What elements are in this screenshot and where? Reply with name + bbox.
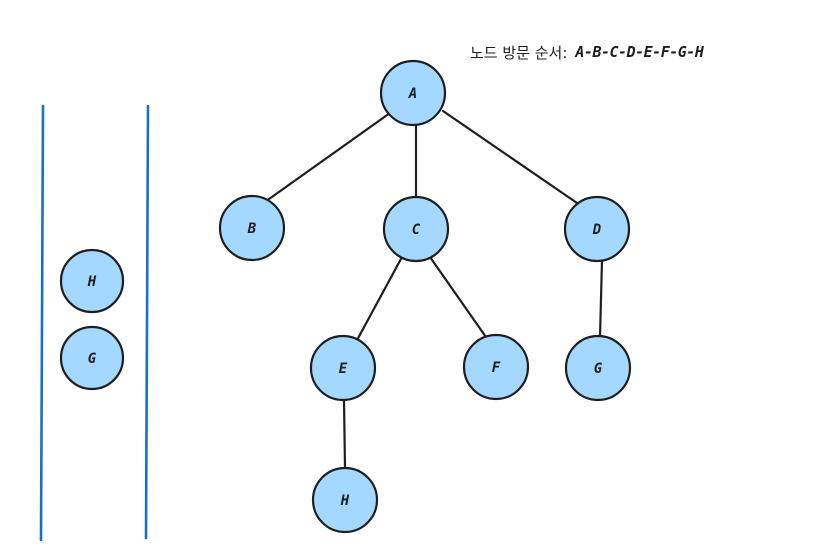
tree-node-h-circle	[311, 466, 379, 534]
tree-edge-c-e	[354, 255, 404, 344]
tree-edge-c-f	[428, 255, 490, 342]
tree-node-c-circle	[382, 195, 450, 263]
visit-order-label: 노드 방문 순서:	[470, 43, 568, 62]
stack-item-h-circle	[59, 248, 125, 314]
tree-node-g-circle	[564, 334, 632, 402]
tree-node-a-label: A	[408, 86, 417, 102]
stack-item: H	[59, 248, 125, 314]
tree-node: G	[564, 334, 632, 402]
tree-node-e-circle	[309, 334, 377, 402]
stack-item-h-label: H	[87, 274, 97, 290]
tree-node: C	[382, 195, 450, 263]
tree-node: D	[563, 195, 631, 263]
tree-node-b-circle	[218, 194, 286, 262]
tree-node-d-label: D	[592, 222, 601, 238]
tree-node-a-circle	[379, 59, 447, 127]
tree-node: F	[462, 333, 530, 401]
stack-right-wall	[144, 104, 150, 540]
tree-edges	[260, 109, 604, 470]
tree-node-f-label: F	[492, 360, 501, 376]
tree-node-g-label: G	[594, 361, 603, 377]
tree-node-b-label: B	[247, 221, 257, 237]
tree-edge-a-d	[441, 109, 579, 205]
tree-node: E	[309, 334, 377, 402]
stack-left-wall	[39, 104, 45, 542]
visit-order-caption: 노드 방문 순서: A-B-C-D-E-F-G-H	[470, 40, 704, 64]
stack-item-g-circle	[59, 325, 125, 391]
tree-node-c-label: C	[412, 222, 421, 238]
tree-node-d-circle	[563, 195, 631, 263]
visit-order-sequence: A-B-C-D-E-F-G-H	[575, 43, 704, 61]
tree-node-h-label: H	[340, 493, 350, 509]
stack-item-g-label: G	[88, 351, 97, 367]
tree-node: A	[379, 59, 447, 127]
tree-node-f-circle	[462, 333, 530, 401]
stack-item: G	[59, 325, 125, 391]
tree-node: H	[311, 466, 379, 534]
tree-edge-a-b	[260, 111, 392, 206]
tree-edge-d-g	[598, 258, 604, 339]
tree-edge-e-h	[342, 398, 347, 470]
tree-node-e-label: E	[339, 361, 348, 377]
tree-node: B	[218, 194, 286, 262]
